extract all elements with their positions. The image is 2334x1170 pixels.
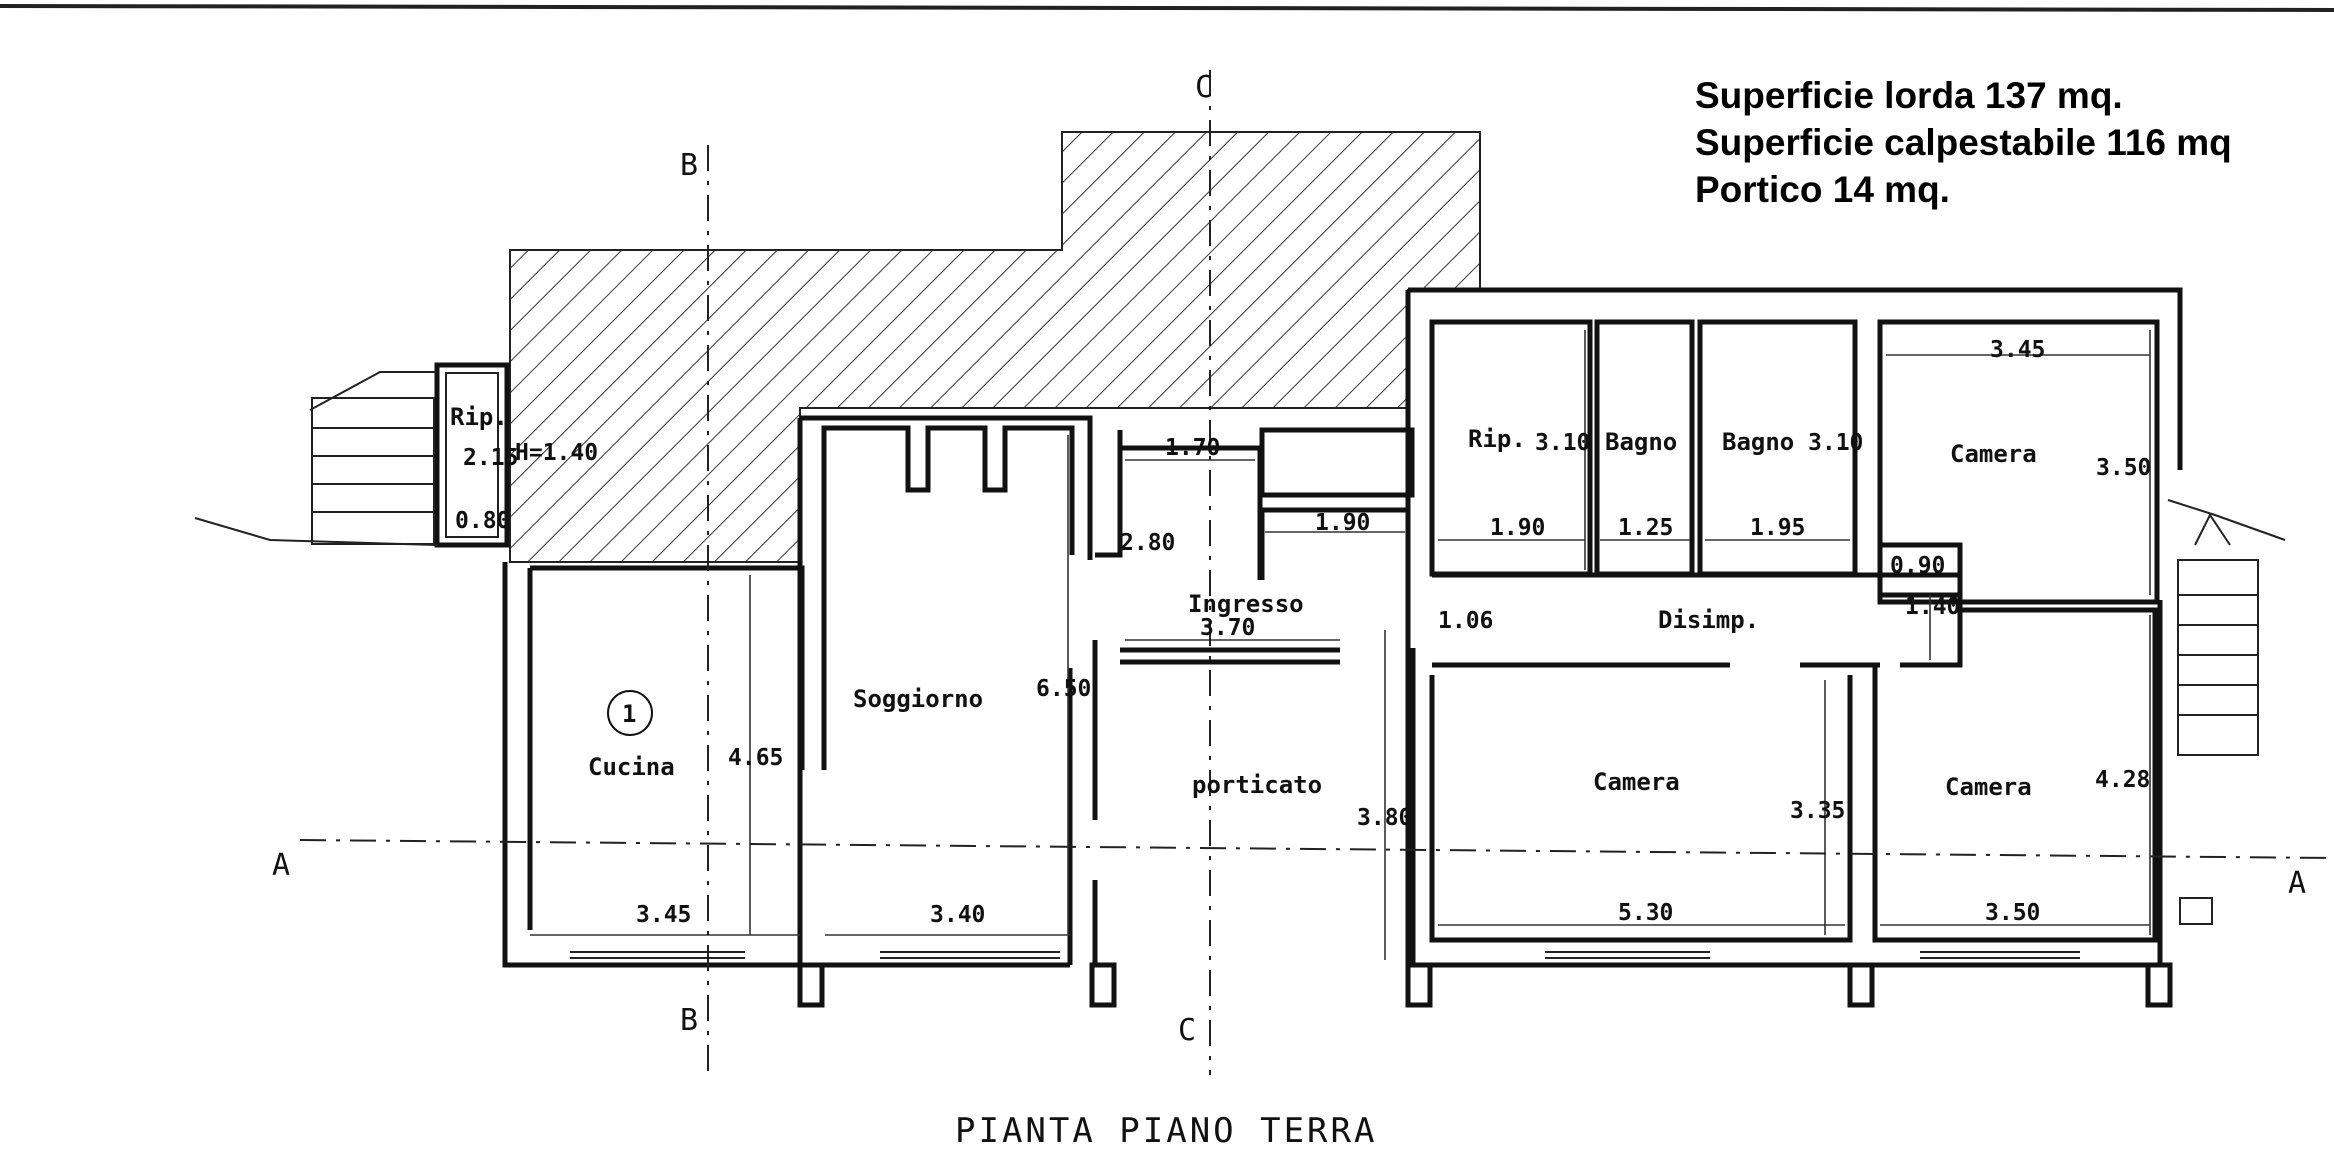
scan-top-border xyxy=(0,4,2334,12)
room-number-circle xyxy=(607,690,653,736)
room-ingresso: Ingresso xyxy=(1188,590,1304,618)
right-stair xyxy=(2167,499,2286,925)
dim-soggiorno-w: 3.40 xyxy=(930,902,985,928)
room-rip-small-h: H=1.40 xyxy=(515,440,598,466)
room-rip-small: Rip. xyxy=(450,403,508,431)
dim-camera-se-h: 4.28 xyxy=(2095,767,2150,793)
room-cucina: Cucina xyxy=(588,753,675,781)
dim-rip-small-h: 2.15 xyxy=(463,445,518,471)
dim-rip-w: 1.90 xyxy=(1490,515,1545,541)
dimension-lines xyxy=(530,330,2151,960)
dim-bagno2-w: 1.95 xyxy=(1750,515,1805,541)
dim-ingresso-side: 2.80 xyxy=(1120,530,1175,556)
section-b-bottom: B xyxy=(680,1003,698,1038)
dim-camera-ne-h: 3.50 xyxy=(2096,455,2151,481)
dim-ingresso-inner: 1.90 xyxy=(1315,510,1370,536)
dim-closet-w: 0.90 xyxy=(1890,553,1945,579)
room-number: 1 xyxy=(622,700,636,728)
windows xyxy=(570,951,2080,959)
dim-disimp-h: 1.06 xyxy=(1438,608,1493,634)
pillars xyxy=(797,962,2173,1008)
section-c-top: C xyxy=(1195,70,1213,105)
room-soggiorno: Soggiorno xyxy=(853,685,983,713)
dim-cucina-h: 4.65 xyxy=(728,745,783,771)
room-bagno-2: Bagno xyxy=(1722,428,1794,456)
section-lines xyxy=(299,70,2334,1075)
section-a-left: A xyxy=(272,848,290,883)
interior-walls xyxy=(527,319,2160,965)
room-porticato: porticato xyxy=(1192,771,1322,799)
dim-ingresso-top: 1.70 xyxy=(1165,435,1220,461)
section-a-right: A xyxy=(2288,866,2306,901)
dim-bagno1-w: 1.25 xyxy=(1618,515,1673,541)
dim-soggiorno-h: 6.50 xyxy=(1036,676,1091,702)
left-stair xyxy=(194,371,438,546)
area-walkable: Superficie calpestabile 116 mq xyxy=(1695,122,2232,163)
dim-rip-h: 3.10 xyxy=(1535,430,1590,456)
dim-camera-ne-w: 3.45 xyxy=(1990,337,2045,363)
room-rip: Rip. xyxy=(1468,425,1526,453)
dim-camera-c-w: 5.30 xyxy=(1618,900,1673,926)
dim-porticato-h: 3.80 xyxy=(1357,805,1412,831)
dim-closet-h: 1.40 xyxy=(1905,594,1960,620)
room-camera-ne: Camera xyxy=(1950,440,2037,468)
dim-camera-c-h: 3.35 xyxy=(1790,798,1845,824)
dim-cucina-w: 3.45 xyxy=(636,902,691,928)
room-camera-c: Camera xyxy=(1593,768,1680,796)
dim-camera-se-w: 3.50 xyxy=(1985,900,2040,926)
area-portico: Portico 14 mq. xyxy=(1695,169,1950,210)
room-disimp: Disimp. xyxy=(1658,606,1759,634)
dim-rip-small-w: 0.80 xyxy=(455,508,510,534)
dim-ingresso-w: 3.70 xyxy=(1200,615,1255,641)
room-camera-se: Camera xyxy=(1945,773,2032,801)
dim-bagno2-h: 3.10 xyxy=(1808,430,1863,456)
room-bagno-1: Bagno xyxy=(1605,428,1677,456)
plan-title: PIANTA PIANO TERRA xyxy=(955,1111,1377,1151)
section-b-top: B xyxy=(680,148,698,183)
small-storage-box xyxy=(434,362,510,548)
area-gross: Superficie lorda 137 mq. xyxy=(1695,75,2123,116)
section-c-bottom: C xyxy=(1178,1013,1196,1048)
